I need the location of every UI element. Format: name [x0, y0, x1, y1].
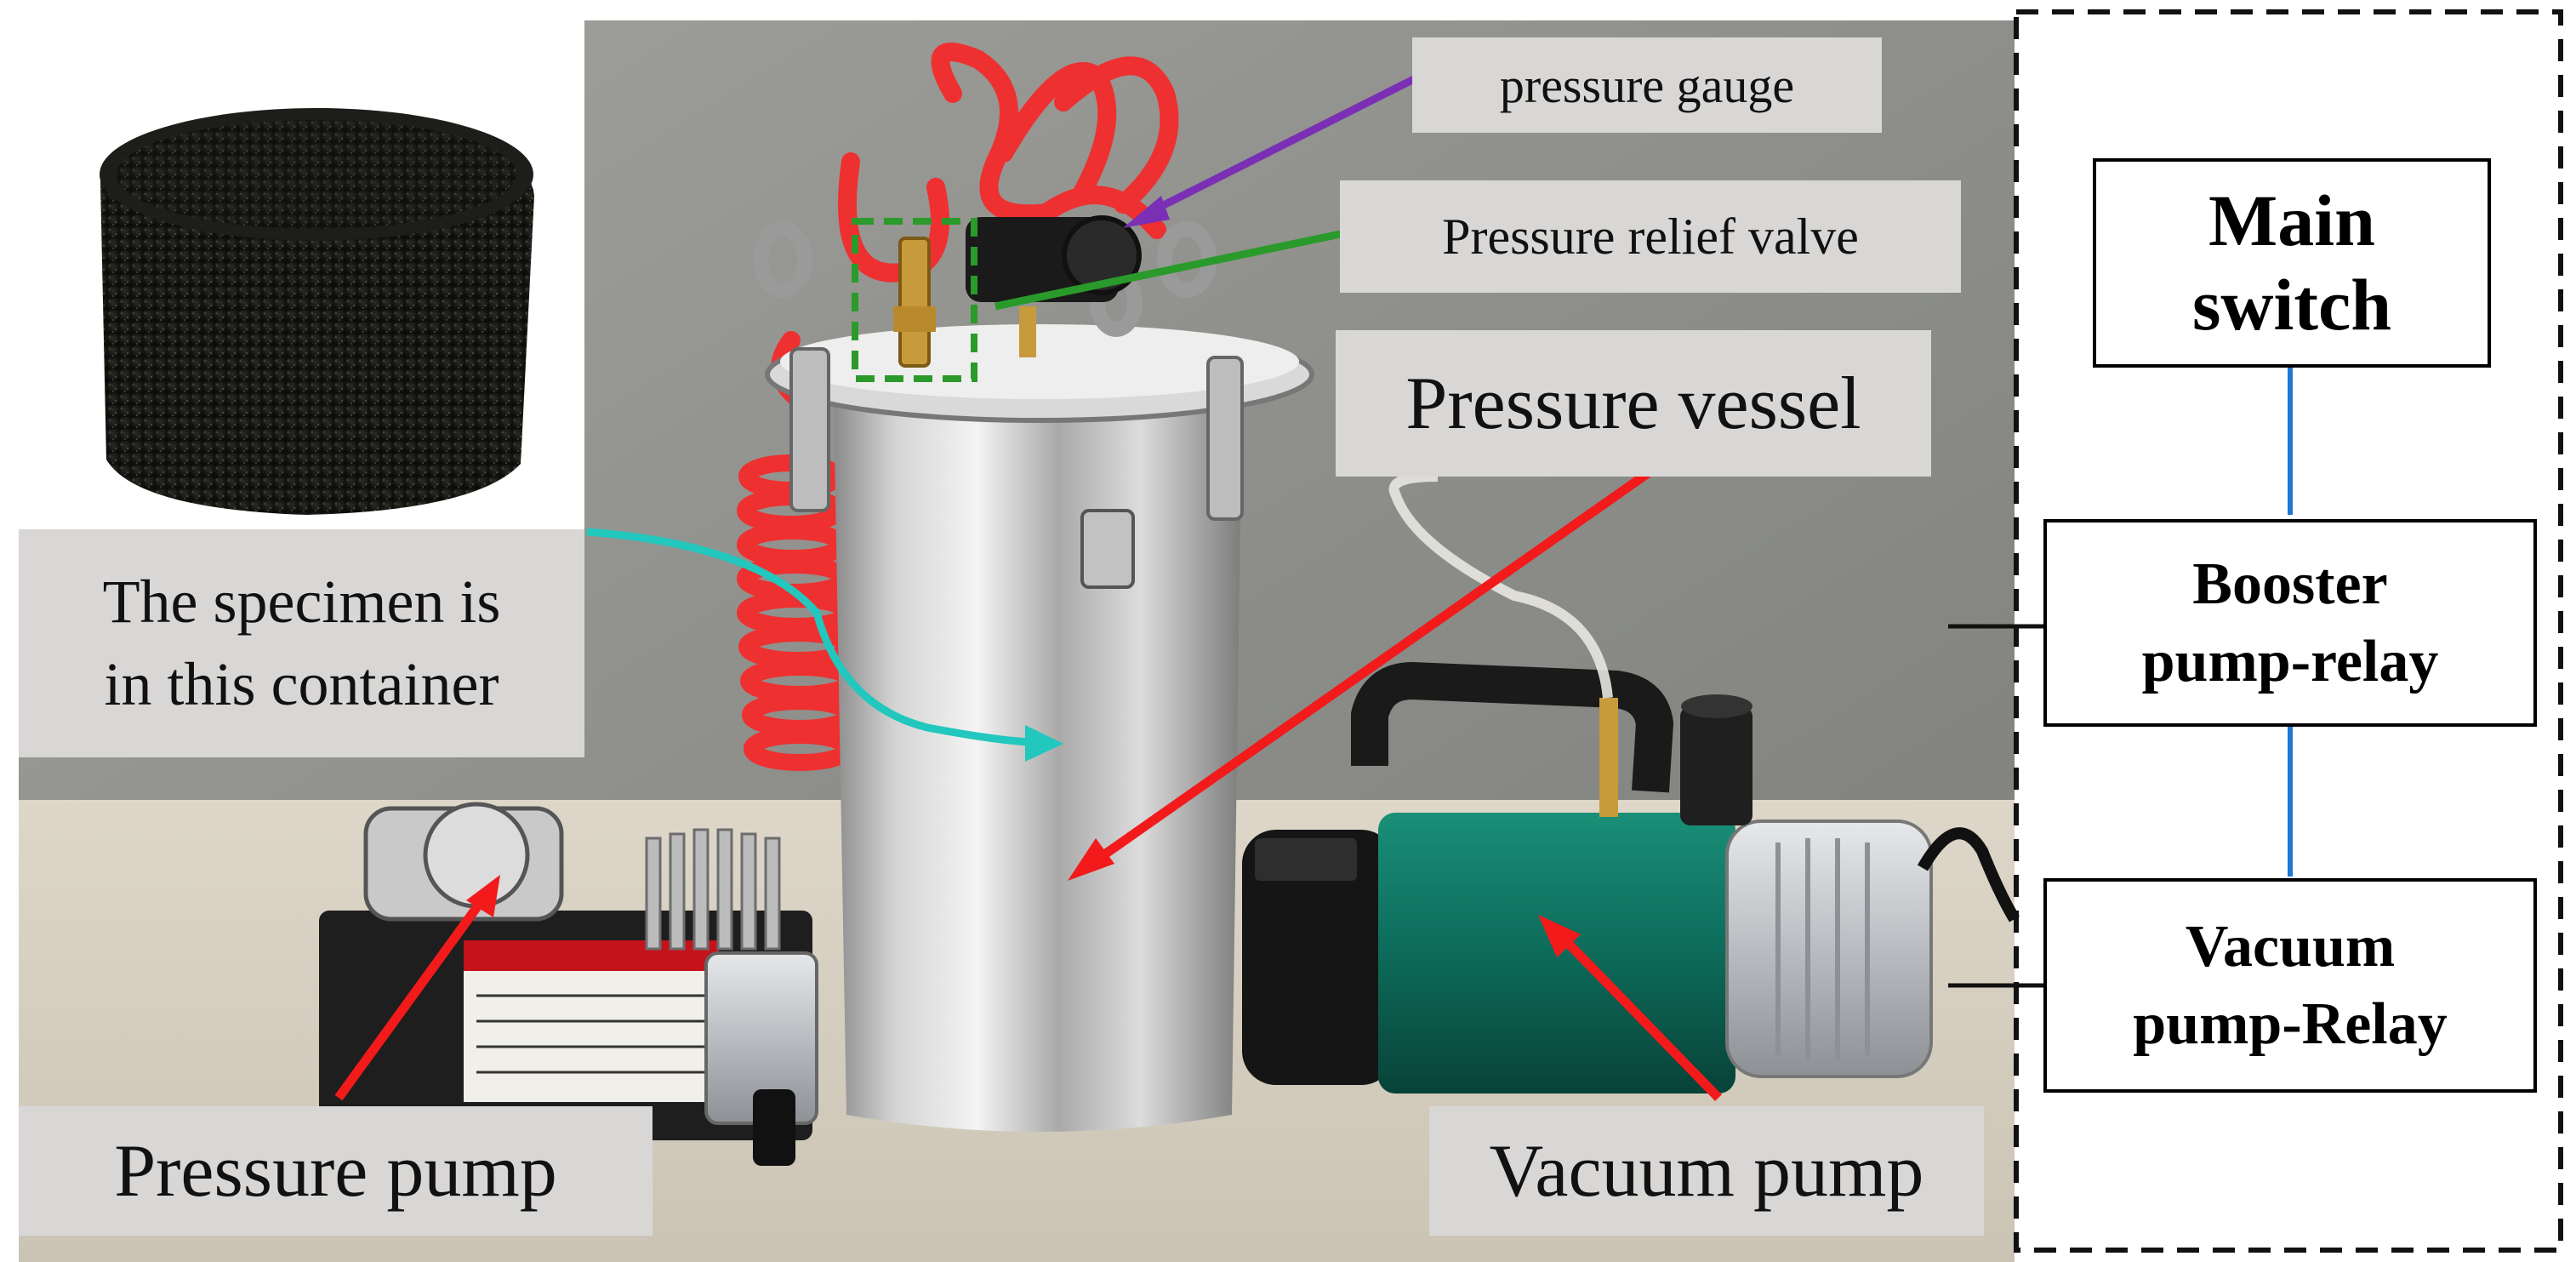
booster-relay-line-1: Booster	[2192, 551, 2388, 617]
vacuum-pump-label: Vacuum pump	[1429, 1106, 1984, 1236]
asphalt-specimen	[100, 108, 534, 515]
left-white-margin	[0, 0, 19, 1262]
pressure-vessel-arrow	[1068, 455, 1671, 881]
vacuum-pump-arrow	[1538, 915, 1722, 1101]
booster-relay-box: Booster pump-relay	[2043, 519, 2537, 727]
brass-relief-valve	[893, 237, 1036, 368]
vacuum-pump-clear-hose	[1388, 471, 1613, 699]
pressure-pump-machine	[319, 802, 818, 1166]
pressure-gauge-label: pressure gauge	[1412, 37, 1882, 133]
booster-relay-line-2: pump-relay	[2141, 629, 2439, 694]
vacuum-relay-line-1: Vacuum	[2185, 914, 2396, 979]
top-white-margin	[0, 0, 2015, 20]
control-panel-dashed-frame	[2014, 9, 2563, 1253]
pressure-pump-arrow	[334, 875, 500, 1101]
specimen-note-line-1: The specimen is	[102, 567, 501, 636]
main-switch-line-1: Main	[2208, 180, 2375, 262]
pressure-gauge-body	[966, 215, 1142, 302]
relief-valve-label: Pressure relief valve	[1340, 180, 1961, 293]
pressure-gauge-arrow	[1123, 72, 1422, 228]
specimen-note-line-2: in this container	[104, 650, 499, 718]
specimen-note-label: The specimen is in this container	[19, 529, 584, 757]
vacuum-relay-box: Vacuum pump-Relay	[2043, 878, 2537, 1093]
pressure-vessel-label: Pressure vessel	[1336, 330, 1931, 477]
vacuum-pump-power-cable	[1917, 827, 2020, 922]
main-switch-line-2: switch	[2191, 264, 2392, 345]
pressure-vessel-body	[765, 324, 1314, 1132]
specimen-container-arrow	[586, 528, 1063, 762]
main-switch-box: Main switch	[2093, 158, 2491, 368]
vacuum-relay-line-2: pump-Relay	[2133, 991, 2448, 1057]
pressure-pump-label: Pressure pump	[19, 1106, 653, 1236]
relief-valve-arrow	[852, 218, 1354, 382]
